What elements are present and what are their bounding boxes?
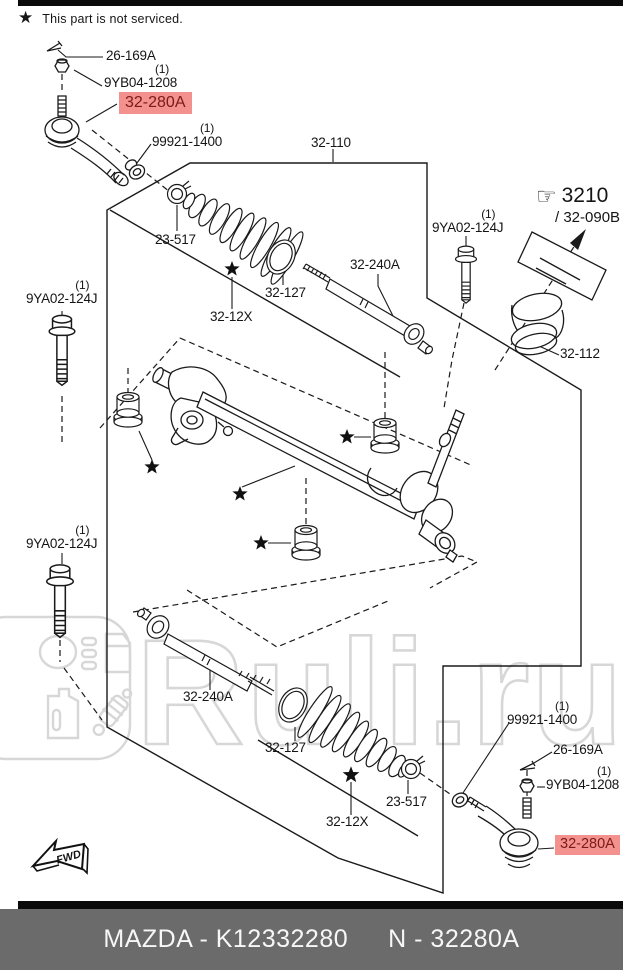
- label-bolt-right: (1) 9YA02-124J: [432, 207, 504, 235]
- star-icon: ★: [18, 8, 34, 27]
- castle-nut-bottom-part: [519, 778, 535, 793]
- inner-rod-bottom-part: [136, 607, 275, 696]
- lock-nut-top-part: [128, 164, 146, 180]
- bolt-part: [45, 564, 75, 639]
- cotter-pin-top-part: [46, 40, 63, 52]
- label-inner-rod-bottom: 32-240A: [183, 689, 233, 704]
- boot-top-part: [182, 192, 304, 285]
- direction-arrowhead: [570, 229, 586, 250]
- bottom-border-bar: [18, 901, 623, 909]
- column-ref-code: 3210: [561, 184, 609, 207]
- label-boot-top: 32-12X: [210, 309, 253, 324]
- footer-brand-part: MAZDA - K12332280: [103, 925, 349, 953]
- label-lock-nut-top: (1) 99921-1400: [152, 121, 223, 149]
- ring-bottom-part: [278, 687, 308, 723]
- label-cotter-pin-top: 26-169A: [106, 48, 156, 63]
- label-inner-rod-top: 32-240A: [350, 257, 400, 272]
- label-ring-top: 32-127: [265, 285, 306, 300]
- boot-bottom-part: [297, 686, 411, 778]
- label-gear-assembly: 32-110: [311, 135, 351, 150]
- note-text: This part is not serviced.: [42, 12, 183, 26]
- clamp-bottom-part: [400, 755, 426, 780]
- bushing-part: [370, 417, 400, 454]
- label-clamp-bottom: 23-517: [386, 794, 427, 809]
- assembly-boxes: [106, 162, 582, 894]
- label-ring-bottom: 32-127: [265, 740, 306, 755]
- headlight-icon: [38, 634, 98, 671]
- bushing-part: [113, 391, 143, 428]
- top-border-bar: [18, 0, 623, 6]
- lock-nut-bottom-part: [451, 792, 469, 808]
- steering-rack-part: [152, 366, 465, 563]
- label-clamp-top: 23-517: [155, 232, 196, 247]
- column-ref-sub: / 32-090B: [555, 209, 621, 226]
- label-bolt-left-upper: (1) 9YA02-124J: [26, 278, 98, 306]
- label-cotter-pin-bottom: 26-169A: [553, 742, 603, 757]
- inner-rod-top-part: [302, 263, 434, 355]
- tie-rod-end-bottom: [451, 760, 539, 869]
- bolt-part: [48, 314, 76, 387]
- label-castle-nut-top: (1) 9YB04-1208: [104, 62, 178, 90]
- oil-jug-icon: [46, 687, 80, 740]
- label-lock-nut-bottom: (1) 99921-1400: [507, 699, 578, 727]
- label-tie-rod-end-top: 32-280A: [119, 92, 192, 115]
- cotter-pin-bottom-part: [519, 760, 536, 771]
- valve-housing-part: [510, 231, 607, 356]
- tie-rod-end-top: [44, 40, 146, 187]
- footer-bar: MAZDA - K12332280 N - 32280A: [0, 909, 623, 970]
- label-castle-nut-bottom: (1) 9YB04-1208: [546, 764, 620, 792]
- label-bolt-left-lower: (1) 9YA02-124J: [26, 523, 98, 551]
- clamp-top-part: [166, 180, 192, 205]
- column-reference: ☞ 3210 / 32-090B: [536, 184, 620, 226]
- footer-catalog-number: N - 32280A: [388, 925, 520, 953]
- label-valve-housing: 32-112: [560, 346, 600, 361]
- label-boot-bottom: 32-12X: [326, 814, 369, 829]
- manual-icon: [104, 632, 132, 674]
- label-tie-rod-end-bottom: 32-280A: [555, 835, 620, 855]
- hand-icon: ☞: [536, 182, 557, 209]
- watermark-box: [0, 615, 132, 761]
- ring-top-part: [266, 239, 296, 275]
- castle-nut-top-part: [54, 58, 70, 73]
- bushing-part: [291, 524, 321, 561]
- bolt-part: [454, 245, 478, 304]
- not-serviced-note: ★ This part is not serviced.: [18, 9, 183, 26]
- fwd-arrow: FWD: [30, 837, 89, 875]
